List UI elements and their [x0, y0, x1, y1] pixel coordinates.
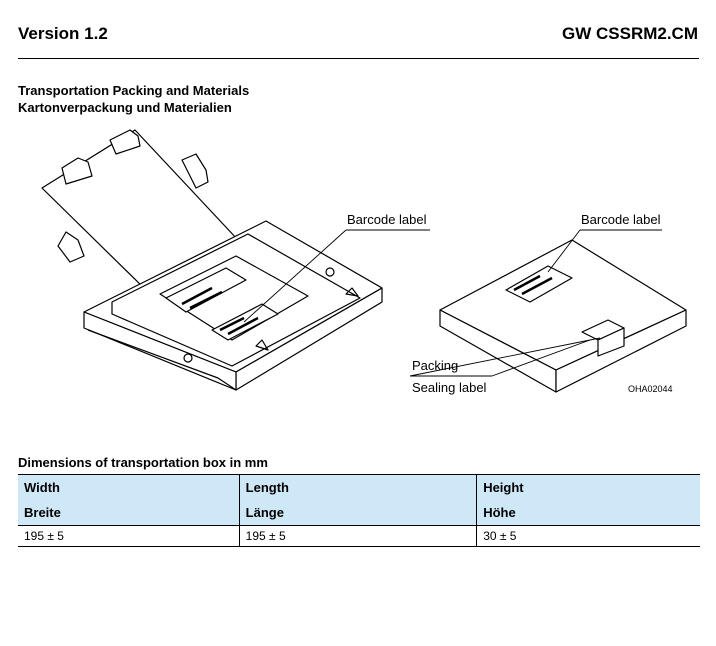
cell-length: 195 ± 5: [238, 525, 477, 547]
open-box-base: [83, 220, 383, 391]
col-length-de: Länge: [238, 500, 477, 526]
packing-illustration: Barcode label Barcode label Packing Seal…: [41, 129, 687, 395]
open-box-lid: [41, 129, 239, 293]
table-caption: Dimensions of transportation box in mm: [18, 455, 268, 470]
section-title: Transportation Packing and Materials Kar…: [18, 82, 249, 116]
packing-label: Packing: [412, 358, 458, 373]
barcode-label-right: Barcode label: [581, 212, 661, 227]
sealing-label: Sealing label: [412, 380, 487, 395]
col-height-en: Height: [476, 474, 700, 500]
section-title-en: Transportation Packing and Materials: [18, 83, 250, 98]
dimensions-table: Width Length Height Breite Länge Höhe 19…: [18, 474, 700, 547]
cell-height: 30 ± 5: [476, 525, 700, 547]
closed-box: [439, 239, 687, 393]
part-number: GW CSSRM2.CM: [562, 24, 698, 43]
table-row: 195 ± 5 195 ± 5 30 ± 5: [18, 525, 700, 547]
col-width-en: Width: [18, 474, 240, 500]
barcode-label-left: Barcode label: [347, 212, 427, 227]
col-height-de: Höhe: [476, 500, 700, 526]
cell-width: 195 ± 5: [18, 525, 240, 547]
header-divider: [18, 58, 699, 59]
header-row-en: Width Length Height: [18, 474, 700, 500]
figure-code: OHA02044: [628, 384, 673, 394]
col-width-de: Breite: [18, 500, 240, 526]
header-row-de: Breite Länge Höhe: [18, 500, 700, 526]
section-title-de: Kartonverpackung und Materialien: [18, 100, 232, 115]
col-length-en: Length: [238, 474, 477, 500]
version-label: Version 1.2: [18, 24, 108, 43]
